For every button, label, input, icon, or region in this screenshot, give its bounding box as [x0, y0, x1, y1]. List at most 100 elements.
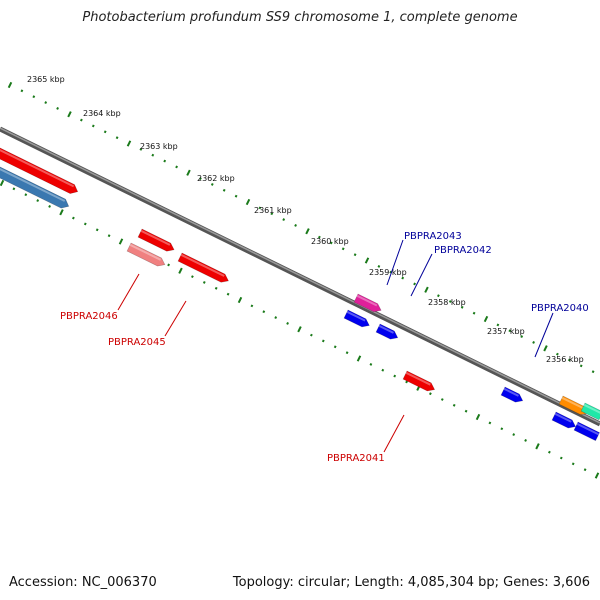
outer-tick-track	[7, 81, 595, 374]
outer-tick	[270, 212, 274, 216]
inner-tick	[237, 296, 243, 304]
outer-tick	[210, 183, 214, 186]
outer-tick	[377, 264, 381, 268]
inner-tick	[488, 421, 492, 425]
gene-feature-highlight	[129, 243, 162, 261]
outer-tick	[532, 341, 535, 344]
gene-feature-red[interactable]	[402, 370, 436, 392]
gene-feature-highlight	[554, 412, 572, 423]
outer-tick	[508, 329, 512, 333]
gene-feature-orange[interactable]	[558, 395, 589, 415]
outer-tick	[413, 282, 416, 286]
leader-line-pbpra2041	[383, 414, 405, 453]
outer-tick	[341, 247, 345, 251]
inner-tick	[369, 362, 373, 366]
inner-tick	[500, 427, 504, 431]
outer-tick	[437, 294, 440, 298]
inner-tick	[559, 456, 563, 460]
outer-tick	[364, 257, 370, 264]
gene-feature-steelblue[interactable]	[0, 163, 70, 209]
gene-feature-blue[interactable]	[551, 411, 577, 429]
inner-tick	[548, 450, 551, 454]
gene-label-pbpra2041[interactable]: PBPRA2041	[327, 453, 385, 464]
genome-backbone-highlight	[0, 127, 600, 424]
outer-tick	[186, 169, 191, 176]
topology-text: Topology: circular; Length: 4,085,304 bp…	[232, 575, 590, 590]
kbp-label: 2361 kbp	[254, 206, 292, 215]
map-title: Photobacterium profundum SS9 chromosome …	[82, 10, 518, 25]
gene-label-pbpra2045[interactable]: PBPRA2045	[108, 337, 166, 348]
inner-tick	[512, 433, 516, 437]
outer-tick	[234, 194, 238, 198]
kbp-label: 2362 kbp	[197, 174, 235, 183]
gene-feature-magenta[interactable]	[353, 293, 382, 313]
inner-tick	[107, 234, 111, 238]
outer-tick	[567, 358, 571, 362]
inner-tick	[36, 199, 40, 202]
outer-tick	[151, 153, 155, 157]
outer-tick	[448, 300, 452, 303]
outer-tick	[20, 89, 24, 93]
inner-tick	[535, 443, 540, 450]
gene-feature-red[interactable]	[137, 228, 175, 252]
outer-tick	[353, 253, 357, 257]
inner-tick	[24, 193, 28, 197]
outer-tick	[175, 165, 178, 169]
outer-tick	[258, 206, 262, 210]
outer-tick	[7, 81, 13, 89]
inner-tick	[72, 216, 75, 220]
outer-tick	[294, 224, 297, 227]
gene-feature-highlight	[346, 310, 366, 322]
kbp-label: 2363 kbp	[140, 142, 178, 151]
inner-tick	[571, 462, 575, 466]
gene-feature-blue[interactable]	[343, 309, 370, 328]
inner-tick	[452, 403, 456, 407]
outer-tick	[556, 352, 559, 356]
gene-feature-highlight	[356, 294, 378, 307]
inner-tick	[83, 222, 87, 226]
gene-feature-blue[interactable]	[500, 386, 524, 403]
inner-tick	[226, 292, 230, 296]
gene-feature-blue[interactable]	[375, 323, 399, 340]
kbp-label: 2357 kbp	[487, 327, 525, 336]
gene-feature-highlight	[503, 387, 519, 397]
gene-feature-red[interactable]	[0, 144, 79, 194]
gene-feature-red[interactable]	[177, 252, 229, 283]
outer-tick	[199, 177, 202, 181]
gene-feature-highlight	[583, 403, 600, 414]
inner-tick-track	[0, 179, 600, 479]
inner-tick	[464, 409, 468, 413]
outer-tick	[424, 286, 429, 293]
outer-tick	[115, 136, 119, 140]
gene-feature-highlight	[405, 371, 431, 386]
gene-feature-teal[interactable]	[580, 402, 600, 421]
inner-tick	[118, 238, 124, 245]
outer-tick	[44, 101, 48, 104]
gene-label-pbpra2043[interactable]: PBPRA2043	[404, 231, 462, 242]
gene-feature-highlight	[0, 168, 66, 202]
outer-tick	[163, 159, 167, 163]
outer-tick	[245, 198, 251, 206]
gene-label-pbpra2046[interactable]: PBPRA2046	[60, 311, 118, 322]
gene-feature-pink[interactable]	[126, 242, 166, 267]
outer-tick	[329, 241, 333, 245]
inner-tick	[95, 228, 99, 232]
gene-label-pbpra2040[interactable]: PBPRA2040	[531, 303, 589, 314]
gene-feature-highlight	[0, 149, 75, 188]
gene-feature-blue[interactable]	[573, 421, 600, 442]
outer-tick	[103, 130, 107, 134]
inner-tick	[297, 326, 302, 333]
inner-tick	[0, 179, 5, 187]
leader-line-pbpra2043	[386, 239, 404, 286]
outer-tick	[126, 140, 132, 147]
gene-feature-highlight	[576, 422, 600, 436]
outer-tick	[80, 118, 83, 122]
gene-label-pbpra2042[interactable]: PBPRA2042	[434, 245, 492, 256]
outer-tick	[318, 235, 321, 239]
inner-tick	[286, 322, 289, 325]
leader-line-pbpra2046	[117, 273, 140, 311]
gene-features	[0, 144, 600, 442]
gene-feature-highlight	[140, 229, 171, 246]
